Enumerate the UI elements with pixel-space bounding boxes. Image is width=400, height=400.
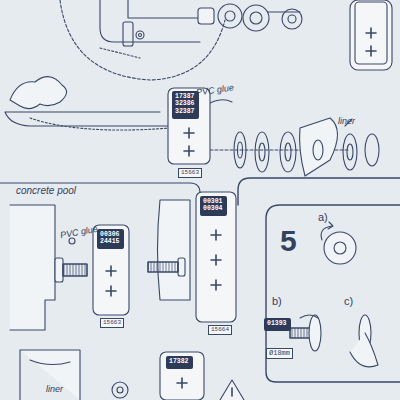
step-number: 5 (280, 226, 297, 256)
part-number: 00306 24415 (100, 231, 120, 246)
part-number-box: 17387 32386 32387 (172, 91, 199, 119)
part-number: 00301 00304 (203, 198, 223, 213)
part-number: 17387 32386 32387 (175, 93, 195, 115)
callout-label: 15663 (100, 318, 124, 328)
callout-label: Ø18mm (266, 348, 293, 359)
callout-label: c) (344, 296, 353, 307)
callout-label: liner (338, 117, 355, 126)
callout-label: liner (46, 385, 63, 394)
callout-label: b) (272, 296, 282, 307)
callout-label: concrete pool (16, 186, 76, 196)
callout-label: a) (318, 212, 328, 223)
callout-label: PVC glue (196, 83, 235, 97)
part-number: 01393 (267, 320, 287, 327)
part-number: 17382 (169, 358, 189, 365)
callout-label: 15664 (208, 325, 232, 335)
part-number-box: 00301 00304 (200, 196, 227, 216)
callout-label: 15663 (178, 168, 202, 178)
part-number-box: 01393 (264, 318, 291, 331)
part-number-box: 00306 24415 (97, 229, 124, 249)
part-number-box: 17382 (166, 356, 193, 369)
